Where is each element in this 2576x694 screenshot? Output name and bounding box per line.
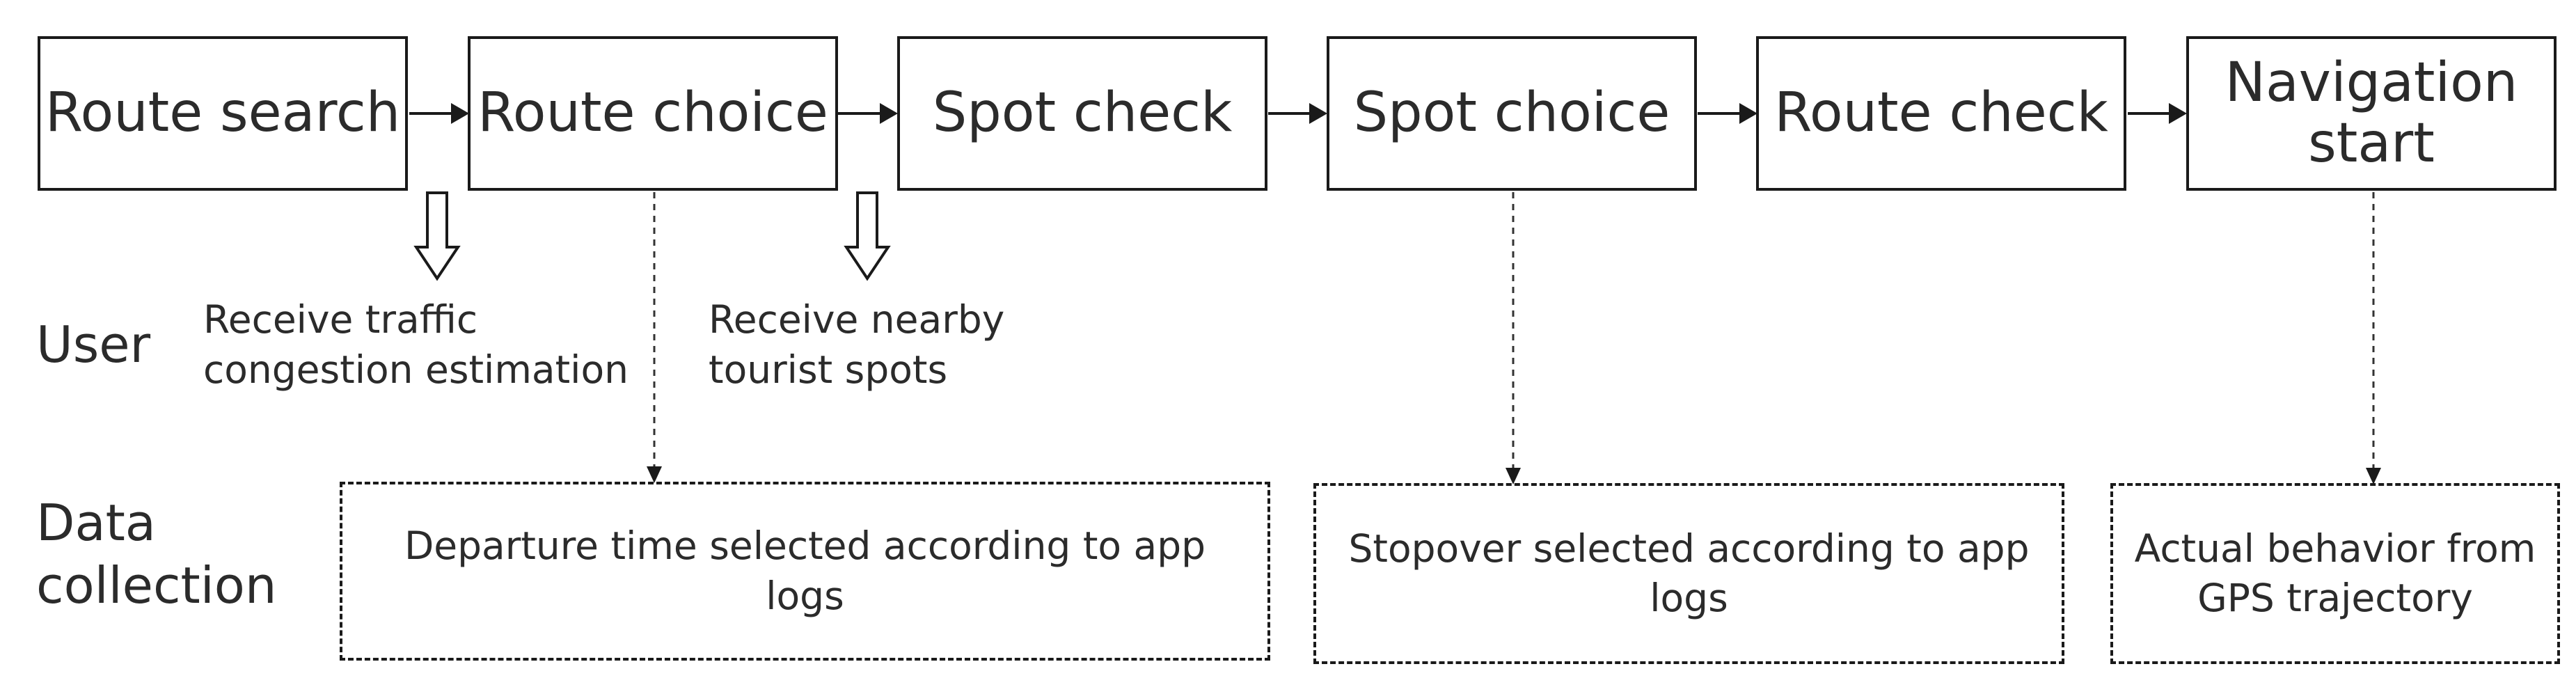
arrowhead-5 — [2169, 103, 2187, 124]
feedback-nearby-tourist-spots: Receive nearby tourist spots — [709, 297, 1005, 392]
user-feedback-arrows — [413, 191, 891, 281]
step-connectors — [409, 103, 2187, 124]
step-route-search: Route search — [38, 36, 408, 191]
step-route-check: Route check — [1756, 36, 2126, 191]
step-navigation-start: Navigation start — [2186, 36, 2557, 191]
hollow-down-arrow-spots — [844, 191, 891, 281]
hollow-down-arrow-traffic — [413, 191, 461, 281]
row-label-user: User — [36, 315, 151, 374]
step-spot-check: Spot check — [897, 36, 1267, 191]
dashed-link-arrowhead-2 — [1506, 468, 1521, 484]
arrowhead-2 — [880, 103, 898, 124]
dashed-link-arrowhead-3 — [2366, 468, 2381, 484]
arrowhead-4 — [1739, 103, 1757, 124]
data-box-departure-time: Departure time selected according to app… — [340, 482, 1270, 661]
arrowhead-1 — [451, 103, 469, 124]
data-collection-connectors — [647, 192, 2381, 484]
feedback-traffic-congestion: Receive traffic congestion estimation — [203, 297, 629, 392]
data-box-stopover: Stopover selected according to app logs — [1313, 483, 2064, 664]
step-spot-choice: Spot choice — [1327, 36, 1697, 191]
data-box-gps-trajectory: Actual behavior from GPS trajectory — [2110, 483, 2560, 664]
row-label-data-collection: Data collection — [36, 494, 277, 615]
dashed-link-arrowhead-1 — [647, 466, 662, 483]
step-route-choice: Route choice — [468, 36, 838, 191]
arrowhead-3 — [1309, 103, 1327, 124]
